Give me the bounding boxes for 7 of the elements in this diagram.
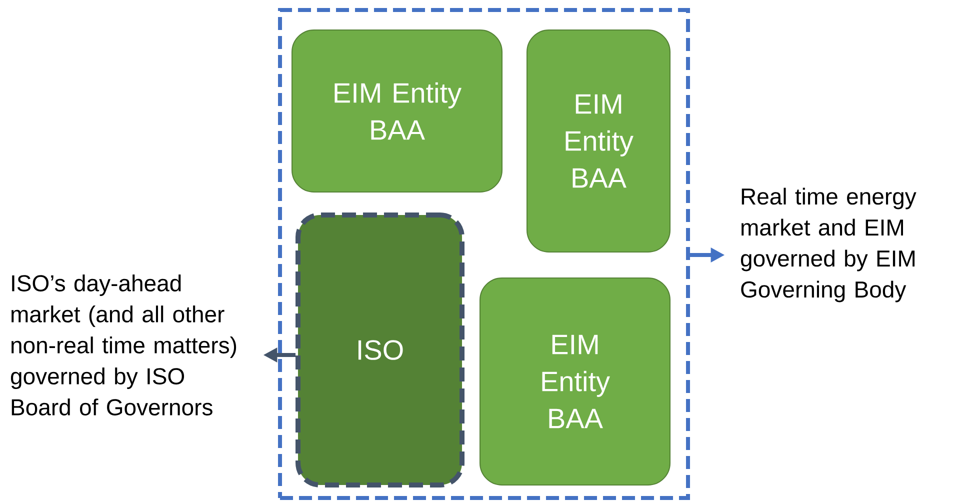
- description-text: Real time energy market and EIM governed by EIM Governing Body: [740, 188, 916, 302]
- group-frame: [278, 8, 690, 500]
- entity-box: EIM Entity BAA: [526, 30, 670, 252]
- entity-box: EIM Entity BAA: [292, 30, 502, 192]
- description-text: ISO’s day-ahead market (and all other non-real time matters) governed by ISO Board of Governors: [10, 274, 236, 416]
- iso-box: ISO: [296, 212, 464, 488]
- entity-box: EIM Entity BAA: [480, 278, 670, 486]
